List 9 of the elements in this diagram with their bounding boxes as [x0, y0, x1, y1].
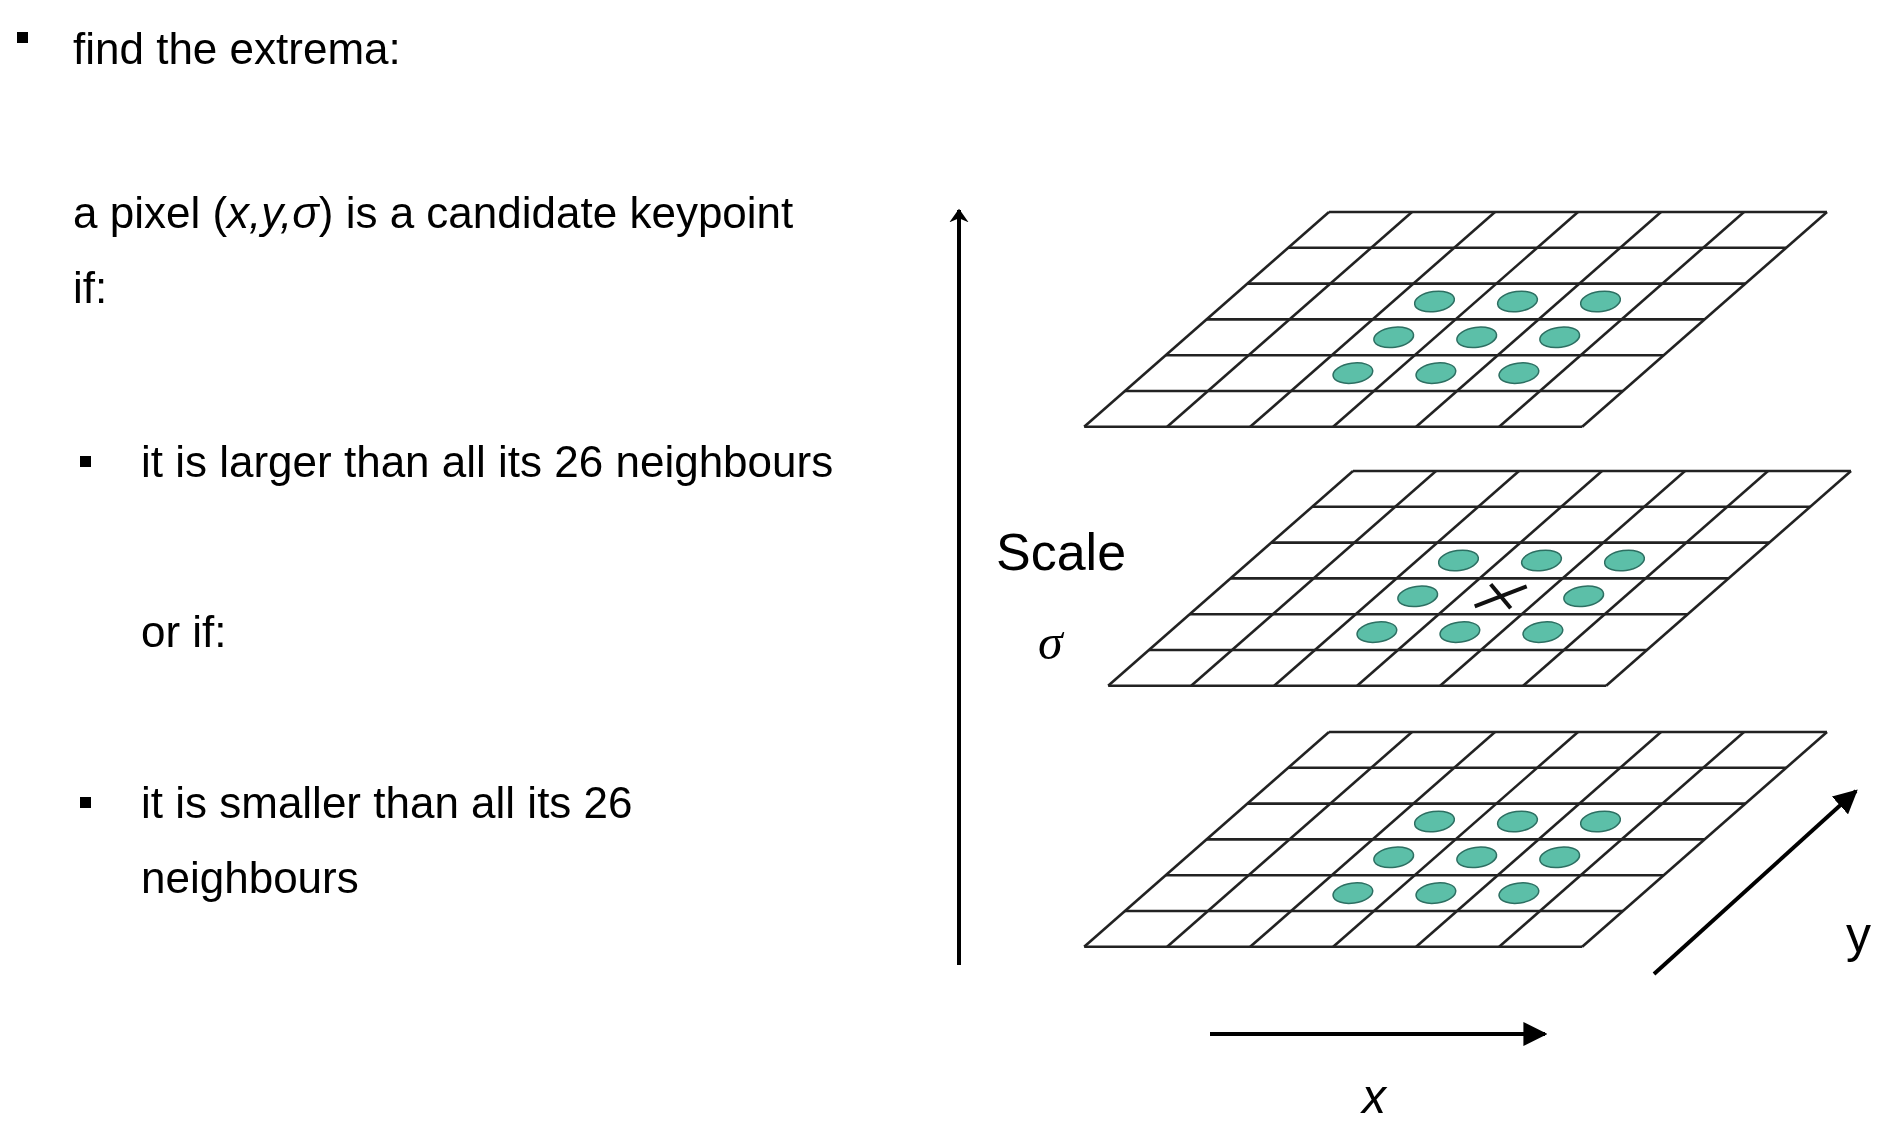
bullet-text: it is smaller than all its 26 neighbours [141, 777, 634, 904]
paragraph-text: a pixel (x,y,σ) is a candidate keypoint if: [73, 187, 795, 314]
heading-text: find the extrema: [73, 23, 401, 75]
axis-label: y [1846, 906, 1871, 965]
axis-label: x [1362, 1069, 1386, 1125]
axis-label: Scale [996, 522, 1127, 583]
paragraph-text: or if: [141, 606, 227, 658]
axis-label: σ [1038, 613, 1063, 672]
bullet-text: it is larger than all its 26 neighbours [141, 436, 834, 488]
